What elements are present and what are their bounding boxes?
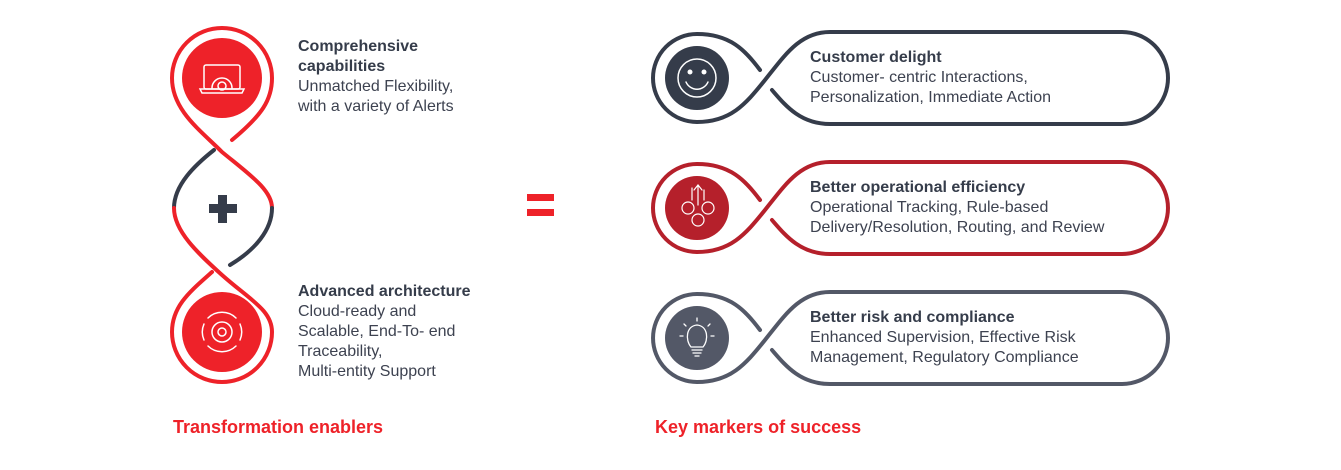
right-item-2-text: Better operational efficiency Operationa…: [810, 178, 1104, 238]
item-desc: Management, Regulatory Compliance: [810, 349, 1079, 366]
item-desc: Delivery/Resolution, Routing, and Review: [810, 219, 1105, 236]
left-helix: [169, 26, 275, 384]
marker-shape-1: [651, 30, 1170, 126]
item-desc: Enhanced Supervision, Effective Risk: [810, 329, 1076, 346]
item-desc: Traceability,: [298, 343, 383, 360]
right-item-1-text: Customer delight Customer- centric Inter…: [810, 48, 1051, 108]
marker-shape-2: [651, 160, 1170, 256]
item-title: Advanced architecture: [298, 283, 471, 300]
marker-shape-3: [651, 290, 1170, 386]
item-desc: Personalization, Immediate Action: [810, 89, 1052, 106]
item-title: Comprehensive: [298, 38, 419, 55]
gears-arrows-icon: [665, 176, 729, 240]
item-desc: Multi-entity Support: [298, 363, 436, 380]
item-desc: Unmatched Flexibility,: [298, 78, 454, 95]
item-desc: Operational Tracking, Rule-based: [810, 199, 1049, 216]
item-title: capabilities: [298, 58, 386, 75]
item-title: Better operational efficiency: [810, 179, 1026, 196]
gear-cycle-icon: [182, 292, 262, 372]
item-desc: Scalable, End-To- end: [298, 323, 456, 340]
left-item-1-text: Comprehensive capabilities Unmatched Fle…: [298, 37, 454, 117]
item-title: Customer delight: [810, 49, 942, 66]
item-desc: Customer- centric Interactions,: [810, 69, 1028, 86]
left-item-2-text: Advanced architecture Cloud-ready and Sc…: [298, 282, 471, 382]
equals-icon: [527, 194, 554, 216]
plus-icon: [209, 195, 237, 223]
item-desc: Cloud-ready and: [298, 303, 417, 320]
item-desc: with a variety of Alerts: [298, 98, 454, 115]
left-caption: Transformation enablers: [173, 417, 384, 437]
lightbulb-icon: [665, 306, 729, 370]
right-caption: Key markers of success: [655, 417, 862, 437]
right-item-3-text: Better risk and compliance Enhanced Supe…: [810, 308, 1079, 368]
item-title: Better risk and compliance: [810, 309, 1015, 326]
smiley-icon: [665, 46, 729, 110]
